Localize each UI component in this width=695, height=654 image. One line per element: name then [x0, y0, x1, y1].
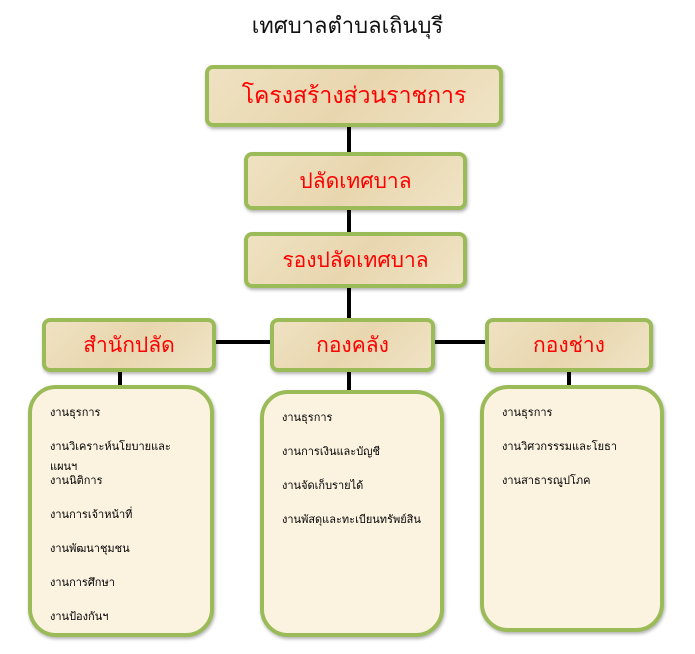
list-item: งานนิติการ — [50, 474, 103, 487]
list-item: งานวิเคราะห์นโยบายและแผนฯ — [50, 440, 171, 473]
palad-box: ปลัดเทศบาล — [244, 152, 467, 210]
finance-task-list: งานธุรการ งานการเงินและบัญชี งานจัดเก็บร… — [260, 390, 444, 637]
list-item: งานวิศวกรรรมและโยธา — [502, 440, 618, 453]
structure-box: โครงสร้างส่วนราชการ — [205, 65, 503, 127]
connector-line — [347, 126, 351, 320]
list-item: งานการศึกษา — [50, 576, 115, 589]
list-item: งานธุรการ — [50, 406, 101, 419]
list-item: งานจัดเก็บรายได้ — [282, 479, 364, 492]
list-item: งานพัฒนาชุมชน — [50, 542, 130, 555]
list-item: งานการเจ้าหน้าที่ — [50, 508, 133, 521]
list-item: งานธุรการ — [282, 411, 333, 424]
list-item: งานพัสดุและทะเบียนทรัพย์สิน — [282, 513, 421, 526]
list-item: งานสาธารณูปโภค — [502, 474, 591, 487]
connector-line — [118, 370, 122, 387]
department-box-engineering: กองช่าง — [485, 318, 653, 372]
office-task-list: งานธุรการ งานวิเคราะห์นโยบายและแผนฯ งานน… — [28, 385, 214, 637]
department-box-finance: กองคลัง — [270, 318, 435, 372]
list-item: งานธุรการ — [502, 406, 553, 419]
connector-line — [347, 370, 351, 390]
engineering-task-list: งานธุรการ งานวิศวกรรรมและโยธา งานสาธารณู… — [480, 385, 664, 632]
connector-line — [567, 370, 571, 387]
rong-palad-box: รองปลัดเทศบาล — [244, 232, 467, 288]
page-title: เทศบาลตำบลเถินบุรี — [251, 14, 444, 39]
list-item: งานการเงินและบัญชี — [282, 445, 381, 458]
list-item: งานป้องกันฯ — [50, 610, 109, 623]
department-box-office: สำนักปลัด — [42, 318, 216, 372]
